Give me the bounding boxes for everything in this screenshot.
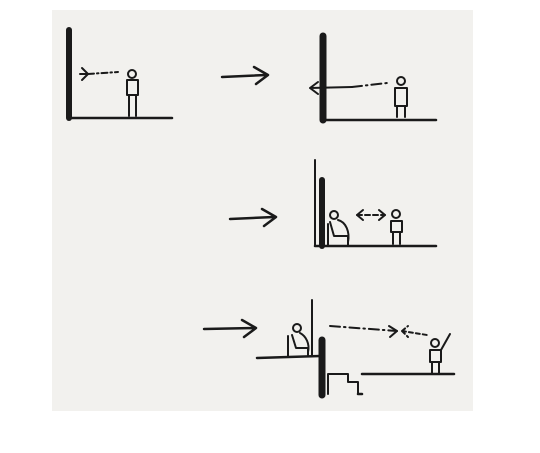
person-icon-4 [429, 333, 451, 375]
person-icon-1 [126, 69, 139, 117]
stairs-4 [327, 373, 359, 395]
seated-person-icon-4 [287, 323, 310, 357]
view-arrowhead-3b [378, 209, 386, 221]
view-arrowhead-2 [309, 81, 353, 95]
platform-4 [255, 354, 322, 360]
sketch-paper [52, 10, 473, 411]
view-line-2 [351, 82, 388, 88]
person-icon-2 [394, 76, 408, 118]
view-line-4a [329, 325, 398, 332]
panel-4-stairs-across-wall [255, 299, 456, 399]
arrow-1 [220, 65, 270, 86]
arrow-3 [202, 318, 258, 339]
panel-3-seated-and-standing [313, 159, 438, 249]
view-arrowhead-4b [401, 325, 428, 338]
view-line-1 [87, 71, 119, 75]
person-icon-3 [390, 209, 403, 245]
panel-2-person-gaze [309, 32, 438, 124]
sketch-drawing [52, 10, 473, 411]
seated-person-icon [327, 210, 350, 247]
view-arrowhead-1 [79, 67, 89, 81]
arrow-2 [228, 207, 278, 228]
panel-1-person-at-wall [66, 27, 174, 121]
view-arrowhead-4a [388, 325, 398, 338]
